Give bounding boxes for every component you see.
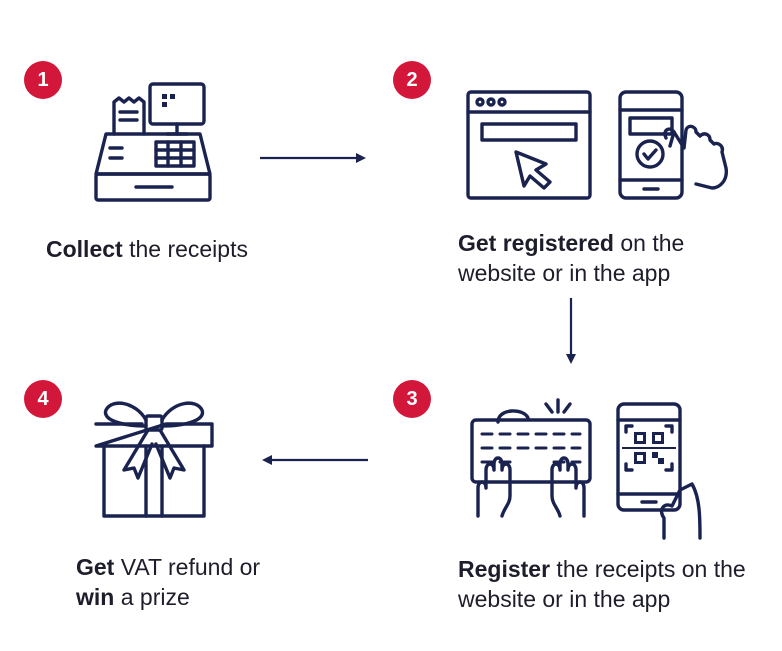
step-2-badge: 2 bbox=[393, 61, 431, 99]
step-3-caption: Register the receipts on the website or … bbox=[458, 556, 746, 612]
cash-register-icon bbox=[94, 82, 212, 202]
keyboard-and-qr-phone-icon bbox=[470, 398, 702, 540]
step-3-badge: 3 bbox=[393, 380, 431, 418]
step-2-caption: Get registered on the website or in the … bbox=[458, 230, 685, 286]
step-1-caption: Collect the receipts bbox=[46, 236, 248, 262]
step-1-badge: 1 bbox=[24, 61, 62, 99]
arrow-left-icon bbox=[262, 455, 368, 465]
arrow-down-icon bbox=[566, 298, 576, 364]
gift-icon bbox=[94, 401, 214, 518]
arrow-right-icon bbox=[260, 153, 366, 163]
step-4-caption: Get VAT refund or win a prize bbox=[76, 554, 261, 610]
browser-and-phone-icon bbox=[466, 90, 728, 200]
step-4-badge: 4 bbox=[24, 380, 62, 418]
